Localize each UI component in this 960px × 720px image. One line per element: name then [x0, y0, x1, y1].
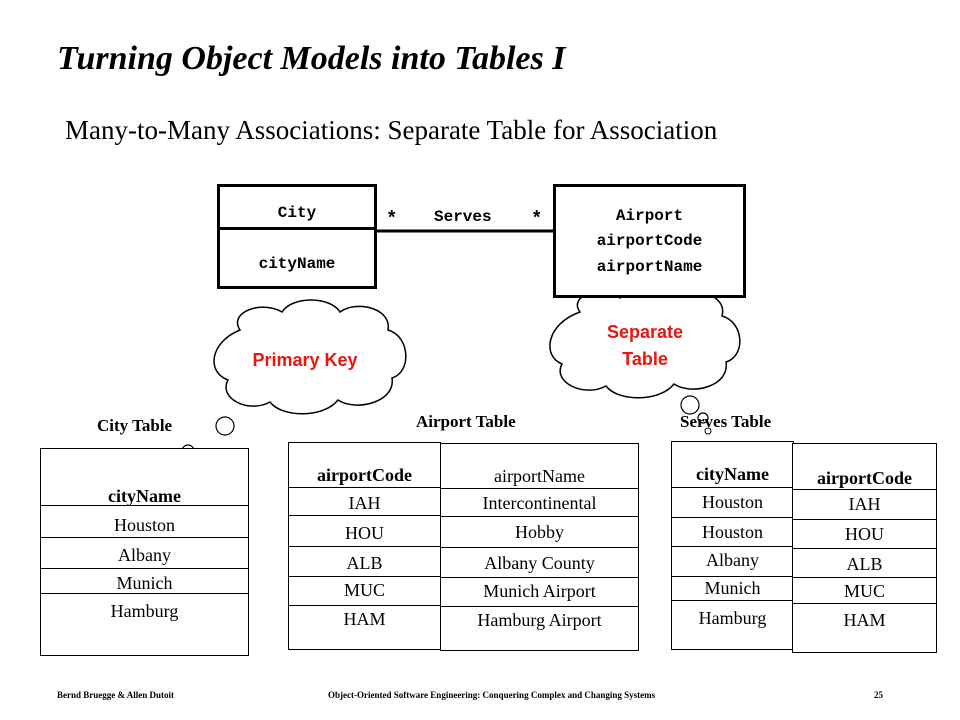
airport-table-code-column: airportCode IAH HOU ALB MUC HAM — [288, 442, 441, 650]
city-class-box: City cityName — [217, 184, 377, 289]
thought-bubble-serves-tiny — [704, 427, 712, 435]
serves-table-city-cell: Munich — [704, 578, 761, 598]
city-class-attribute: cityName — [258, 255, 336, 273]
city-table-title: City Table — [97, 416, 173, 435]
primary-key-label: Primary Key — [252, 350, 358, 370]
airport-table-code-cell: ALB — [346, 553, 383, 573]
thought-bubble-city — [215, 416, 235, 436]
airport-table-name-header: airportName — [494, 466, 585, 486]
serves-table-city-cell: Albany — [706, 550, 759, 570]
airport-class-box: Airport airportCode airportName — [553, 184, 746, 298]
footer-page-number: 25 — [874, 690, 883, 700]
city-table-divider — [41, 568, 248, 569]
footer-authors: Bernd Bruegge & Allen Dutoit — [57, 690, 174, 700]
airport-table-divider — [289, 487, 440, 488]
airport-class-name: Airport — [615, 207, 684, 225]
serves-table-divider — [672, 546, 793, 547]
airport-table-divider — [441, 488, 638, 489]
serves-table-city-column: cityName Houston Houston Albany Munich H… — [671, 441, 794, 650]
airport-table-name-column: airportName Intercontinental Hobby Alban… — [440, 443, 639, 651]
city-table-header: cityName — [108, 486, 181, 506]
serves-table-code-cell: HOU — [845, 524, 884, 544]
association-name: Serves — [434, 208, 492, 226]
city-table-divider — [41, 505, 248, 506]
airport-table-divider — [289, 546, 440, 547]
separate-table-label-line1: Separate — [606, 322, 684, 342]
left-multiplicity: * — [386, 208, 398, 230]
airport-table-divider — [441, 547, 638, 548]
city-class-divider — [220, 227, 374, 230]
serves-table-city-header: cityName — [696, 464, 769, 484]
serves-table-divider — [793, 548, 936, 549]
serves-table-divider — [672, 600, 793, 601]
city-class-name: City — [277, 204, 317, 222]
airport-table-divider — [289, 605, 440, 606]
serves-table-code-header: airportCode — [817, 468, 912, 488]
serves-table-divider — [672, 517, 793, 518]
footer-book-title: Object-Oriented Software Engineering: Co… — [328, 690, 656, 700]
city-table-divider — [41, 593, 248, 594]
airport-table-name-cell: Munich Airport — [483, 581, 596, 601]
city-table-cell: Albany — [118, 545, 171, 565]
serves-table-code-column: airportCode IAH HOU ALB MUC HAM — [792, 443, 937, 653]
serves-table-divider — [672, 487, 793, 488]
serves-table-city-cell: Hamburg — [698, 608, 767, 628]
city-table-divider — [41, 537, 248, 538]
airport-class-attribute-code: airportCode — [596, 232, 703, 250]
serves-table-divider — [793, 489, 936, 490]
thought-bubble-serves — [680, 395, 700, 415]
airport-table-code-cell: IAH — [348, 493, 381, 513]
serves-table-code-cell: MUC — [843, 581, 885, 601]
airport-table-divider — [441, 606, 638, 607]
airport-table-divider — [289, 515, 440, 516]
serves-table-divider — [793, 519, 936, 520]
serves-table-divider — [793, 577, 936, 578]
serves-table-title: Serves Table — [680, 412, 772, 431]
serves-table-code-cell: IAH — [848, 494, 881, 514]
airport-table-name-cell: Intercontinental — [482, 493, 597, 513]
airport-table-name-cell: Hamburg Airport — [477, 610, 602, 630]
serves-table-city-cell: Houston — [701, 492, 763, 512]
primary-key-cloud — [213, 299, 407, 415]
airport-table-code-cell: HAM — [343, 609, 386, 629]
city-table-cell: Munich — [116, 573, 173, 593]
city-table-cell: Houston — [113, 515, 175, 535]
slide-title: Turning Object Models into Tables I — [57, 40, 566, 77]
city-table-cell: Hamburg — [110, 601, 179, 621]
right-multiplicity: * — [531, 208, 543, 230]
airport-table-code-cell: MUC — [343, 580, 385, 600]
airport-table-name-cell: Hobby — [515, 522, 564, 542]
airport-table-code-cell: HOU — [345, 523, 384, 543]
city-table: cityName Houston Albany Munich Hamburg — [40, 448, 249, 656]
airport-table-divider — [441, 577, 638, 578]
airport-table-divider — [289, 576, 440, 577]
serves-table-divider — [672, 576, 793, 577]
airport-table-code-header: airportCode — [317, 465, 412, 485]
thought-bubble-serves-small — [697, 412, 709, 424]
serves-table-code-cell: ALB — [846, 554, 883, 574]
airport-table-divider — [441, 516, 638, 517]
airport-class-attribute-name: airportName — [596, 258, 703, 276]
serves-table-city-cell: Houston — [701, 522, 763, 542]
slide-subtitle: Many-to-Many Associations: Separate Tabl… — [65, 115, 718, 145]
airport-table-title: Airport Table — [416, 412, 516, 431]
serves-table-divider — [793, 603, 936, 604]
serves-table-code-cell: HAM — [843, 610, 886, 630]
separate-table-label-line2: Table — [622, 349, 668, 369]
airport-table-name-cell: Albany County — [484, 553, 595, 573]
